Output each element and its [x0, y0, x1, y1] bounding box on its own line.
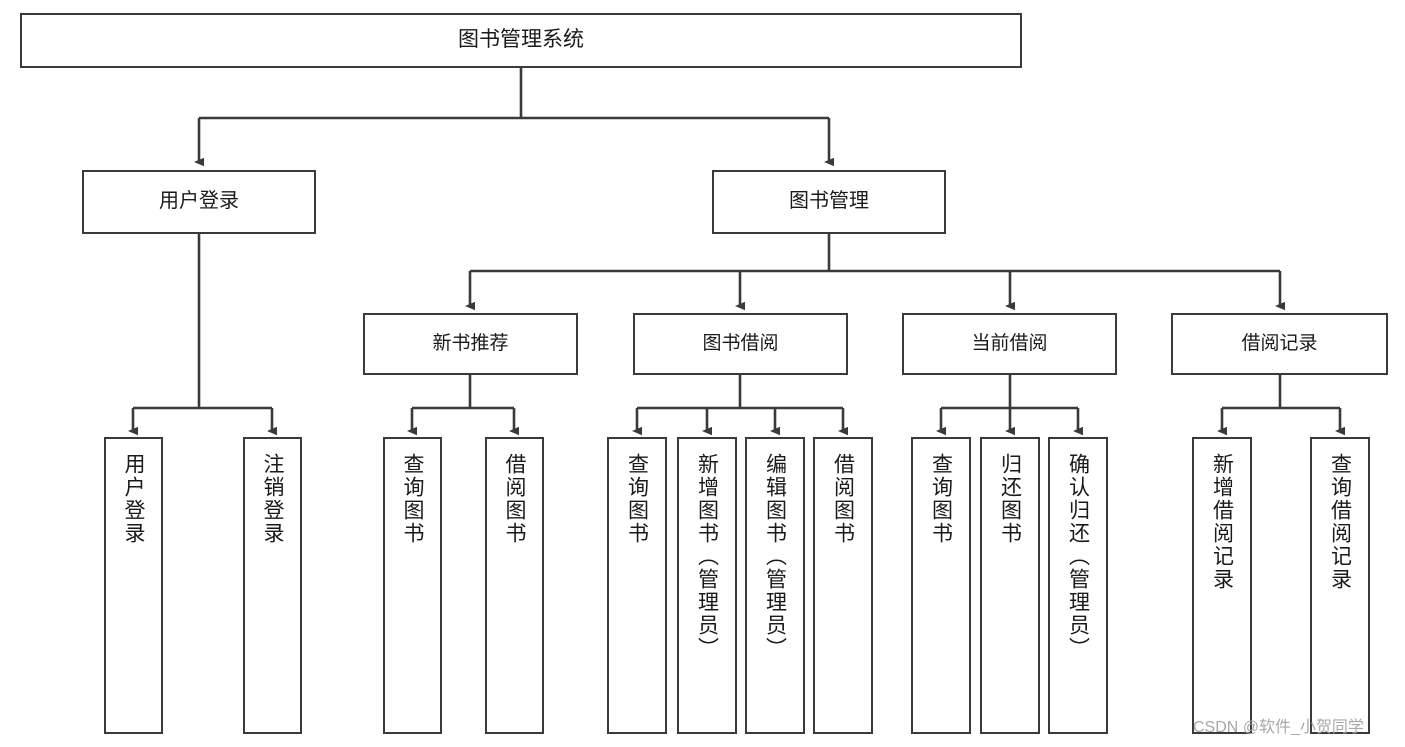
leaf-current-return-book[interactable]: 归还图书 — [980, 437, 1040, 734]
leaf-borrow-add-book-label: 新增图书（管理员） — [695, 453, 719, 660]
node-book-management-label: 图书管理 — [789, 190, 869, 213]
leaf-current-confirm-return-label: 确认归还（管理员） — [1066, 453, 1090, 660]
leaf-logout-label: 注销登录 — [261, 453, 284, 545]
node-book-borrow[interactable]: 图书借阅 — [633, 313, 848, 375]
node-current-borrow-label: 当前借阅 — [971, 332, 1048, 354]
node-new-book-recommend[interactable]: 新书推荐 — [363, 313, 578, 375]
leaf-borrow-query-book-label: 查询图书 — [625, 453, 649, 545]
leaf-user-login-label: 用户登录 — [122, 453, 145, 545]
leaf-record-query-label: 查询借阅记录 — [1328, 453, 1352, 591]
node-current-borrow[interactable]: 当前借阅 — [902, 313, 1117, 375]
leaf-user-login[interactable]: 用户登录 — [104, 437, 163, 734]
leaf-record-add-label: 新增借阅记录 — [1210, 453, 1234, 591]
node-new-book-recommend-label: 新书推荐 — [432, 332, 509, 354]
watermark: CSDN @软件_小贺同学 — [1193, 719, 1364, 736]
leaf-current-return-book-label: 归还图书 — [998, 453, 1022, 545]
leaf-recommend-borrow-book[interactable]: 借阅图书 — [485, 437, 544, 734]
leaf-borrow-borrow-book[interactable]: 借阅图书 — [813, 437, 873, 734]
leaf-logout[interactable]: 注销登录 — [243, 437, 302, 734]
node-root[interactable]: 图书管理系统 — [20, 13, 1022, 68]
leaf-current-confirm-return[interactable]: 确认归还（管理员） — [1048, 437, 1108, 734]
leaf-recommend-borrow-book-label: 借阅图书 — [503, 453, 526, 545]
leaf-borrow-query-book[interactable]: 查询图书 — [607, 437, 667, 734]
node-book-management[interactable]: 图书管理 — [712, 170, 946, 234]
leaf-borrow-add-book[interactable]: 新增图书（管理员） — [677, 437, 737, 734]
node-borrow-record[interactable]: 借阅记录 — [1171, 313, 1388, 375]
node-user-login-label: 用户登录 — [159, 190, 239, 213]
leaf-current-query-book-label: 查询图书 — [929, 453, 953, 545]
leaf-record-add[interactable]: 新增借阅记录 — [1192, 437, 1252, 734]
leaf-borrow-edit-book[interactable]: 编辑图书（管理员） — [745, 437, 805, 734]
leaf-borrow-edit-book-label: 编辑图书（管理员） — [763, 453, 787, 660]
node-user-login[interactable]: 用户登录 — [82, 170, 316, 234]
leaf-recommend-query-book[interactable]: 查询图书 — [383, 437, 442, 734]
leaf-current-query-book[interactable]: 查询图书 — [911, 437, 971, 734]
leaf-borrow-borrow-book-label: 借阅图书 — [831, 453, 855, 545]
node-book-borrow-label: 图书借阅 — [702, 332, 779, 354]
leaf-recommend-query-book-label: 查询图书 — [401, 453, 424, 545]
node-root-label: 图书管理系统 — [458, 28, 584, 52]
node-borrow-record-label: 借阅记录 — [1241, 332, 1318, 354]
leaf-record-query[interactable]: 查询借阅记录 — [1310, 437, 1370, 734]
